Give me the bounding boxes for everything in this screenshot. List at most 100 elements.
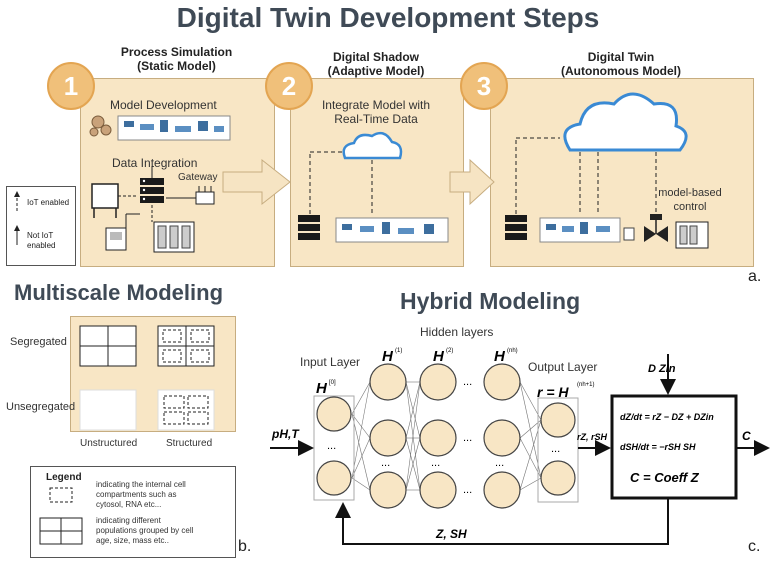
output-dots: ... <box>551 443 560 455</box>
between-dots-2: ... <box>463 432 472 444</box>
legend-item2-line3: age, size, mass etc.. <box>96 536 169 545</box>
hn-node-1 <box>483 363 521 401</box>
hn-node-3 <box>483 471 521 509</box>
output-layer-box <box>537 397 579 503</box>
hn-symbol: H <box>494 348 506 365</box>
equipment-icon <box>153 221 195 253</box>
step1-title-main: Process Simulation <box>120 45 233 59</box>
input-var-label: pH,T <box>271 427 300 441</box>
step2-title-main: Digital Shadow <box>332 50 419 64</box>
legend-title: Legend <box>46 472 82 483</box>
r-equation: r = H <box>537 384 569 400</box>
h0-symbol: H <box>316 380 328 397</box>
legend-item1-line3: cytosol, RNA etc... <box>96 500 162 509</box>
legend-item1-line2: compartments such as <box>96 490 177 499</box>
r-sup: (nh+1) <box>577 382 595 388</box>
gateway-connectors <box>118 166 196 228</box>
step3-control-line1: model-based <box>658 187 722 199</box>
h2-node-1 <box>419 363 457 401</box>
step2-badge: 2 <box>265 62 313 110</box>
legend-dashed-symbol <box>49 487 73 503</box>
legend-item2-line1: indicating different <box>96 516 161 525</box>
hybrid-title: Hybrid Modeling <box>400 288 581 314</box>
iot-legend-arrows <box>14 191 20 245</box>
bacteria-icon <box>89 115 112 137</box>
panel-label-a: a. <box>748 268 762 285</box>
equation-3: C = Coeff Z <box>630 470 700 485</box>
equation-2: dSH/dt = −rSH SH <box>620 442 696 452</box>
h2-symbol: H <box>433 348 445 365</box>
output-node-2 <box>540 460 576 496</box>
feedback-label: Z, SH <box>435 527 467 541</box>
step2-cloud-icon <box>342 131 403 160</box>
hn-node-2 <box>483 419 521 457</box>
step3-small-box <box>623 227 635 241</box>
feedback-loop <box>335 498 669 545</box>
output-var-label: C <box>742 429 751 443</box>
step3-server-icon <box>505 215 527 240</box>
h2-node-2 <box>419 419 457 457</box>
h1-sup: (1) <box>395 348 402 354</box>
output-layer-label: Output Layer <box>528 360 598 374</box>
between-dots-1: ... <box>463 376 472 388</box>
step3-subtitle: (Autonomous Model) <box>561 64 681 78</box>
gateway-server-icon <box>140 178 164 203</box>
cell-seg-structured <box>157 325 215 367</box>
h1-dots: ... <box>381 457 390 469</box>
iot-legend: IoT enabled Not IoT enabled <box>6 186 76 266</box>
h0-sup: [0] <box>329 380 336 386</box>
col-label-unstructured: Unstructured <box>80 438 138 449</box>
output-node-1 <box>540 402 576 438</box>
panel-label-b: b. <box>238 538 252 555</box>
legend-item1-text: indicating the internal cell compartment… <box>96 480 186 510</box>
step3-connectors <box>515 137 657 214</box>
h2-dots: ... <box>431 457 440 469</box>
cell-unseg-structured <box>157 389 215 431</box>
lab-device-icon <box>105 227 127 251</box>
step2-title: Digital Shadow (Adaptive Model) <box>290 50 462 78</box>
not-iot-label: Not IoT enabled <box>27 231 55 251</box>
step2-connectors <box>309 151 373 214</box>
page-title: Digital Twin Development Steps <box>176 2 600 33</box>
input-layer-label: Input Layer <box>300 355 361 369</box>
legend-item2-text: indicating different populations grouped… <box>96 516 193 546</box>
legend-item2-line2: populations grouped by cell <box>96 526 194 535</box>
h2-node-3 <box>419 471 457 509</box>
input-dots: ... <box>327 440 336 452</box>
step3-badge: 3 <box>460 62 508 110</box>
multiscale-title: Multiscale Modeling <box>14 280 224 305</box>
top-inputs-label: D ZIn <box>648 363 676 375</box>
bioreactor-icon <box>91 183 119 218</box>
h1-node-2 <box>369 419 407 457</box>
legend-item1-line1: indicating the internal cell <box>96 480 186 489</box>
step1-title: Process Simulation (Static Model) <box>80 45 273 73</box>
sensor-icon <box>195 186 215 205</box>
h1-node-1 <box>369 363 407 401</box>
input-node-2 <box>316 460 352 496</box>
step3-title-main: Digital Twin <box>587 50 655 64</box>
hn-sup: (nh) <box>507 348 518 354</box>
input-node-1 <box>316 396 352 432</box>
col-label-structured: Structured <box>166 438 213 449</box>
control-valve-icon <box>644 214 668 242</box>
row-label-segregated: Segregated <box>10 336 67 348</box>
h1-symbol: H <box>382 348 394 365</box>
step3-flowsheet-icon <box>539 217 621 243</box>
h2-sup: (2) <box>446 348 453 354</box>
step2-server-icon <box>298 215 320 240</box>
step3-control-text: model-based control <box>655 186 725 214</box>
step2-text-line1: Integrate Model with <box>321 98 431 112</box>
step2-subtitle: (Adaptive Model) <box>327 64 425 78</box>
step2-text: Integrate Model with Real-Time Data <box>290 98 462 126</box>
step3-equipment-icon <box>675 221 709 249</box>
hn-dots: ... <box>495 457 504 469</box>
step1-badge: 1 <box>47 62 95 110</box>
panel-label-c: c. <box>748 538 761 555</box>
input-layer-box <box>313 395 355 501</box>
step3-title: Digital Twin (Autonomous Model) <box>490 50 752 78</box>
not-iot-label-line1: Not IoT <box>27 231 54 240</box>
